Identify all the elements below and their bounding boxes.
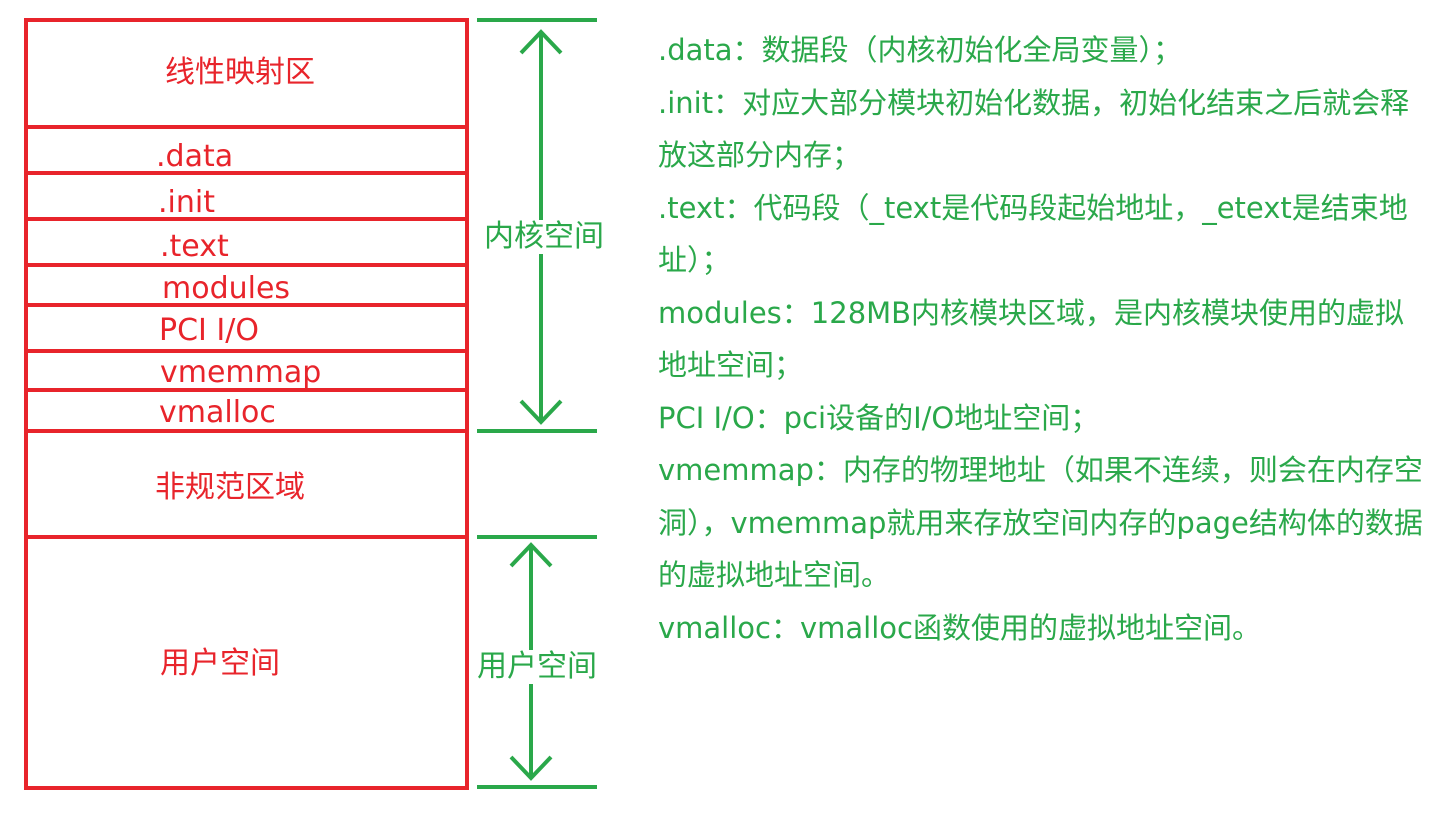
kernel-arrow-head-up <box>519 29 563 55</box>
desc-init: .init：对应大部分模块初始化数据，初始化结束之后就会释放这部分内存； <box>658 85 1410 173</box>
kernel-space-label: 内核空间 <box>484 219 604 254</box>
desc-data: .data：数据段（内核初始化全局变量）； <box>658 33 1183 67</box>
desc-vmemmap: vmemmap：内存的物理地址（如果不连续，则会在内存空洞），vmemmap就用… <box>658 453 1423 592</box>
user-arrow-head-down <box>509 755 553 781</box>
segment-label-modules: modules <box>162 271 291 306</box>
segment-label-text: .text <box>160 229 229 264</box>
segment-descriptions: .data：数据段（内核初始化全局变量）； .init：对应大部分模块初始化数据… <box>658 24 1428 654</box>
segment-label-init: .init <box>158 185 215 220</box>
desc-vmalloc: vmalloc：vmalloc函数使用的虚拟地址空间。 <box>658 610 1261 645</box>
segment-label-user-space: 用户空间 <box>160 646 280 681</box>
segment-label-pci-io: PCI I/O <box>159 313 259 348</box>
segment-dividers <box>26 125 467 539</box>
segment-label-linear-map: 线性映射区 <box>165 55 315 90</box>
segment-label-vmalloc: vmalloc <box>159 395 276 430</box>
segment-label-vmemmap: vmemmap <box>160 355 322 390</box>
memory-stack-border <box>24 18 469 790</box>
desc-pci-io: PCI I/O：pci设备的I/O地址空间； <box>658 400 1100 435</box>
desc-text: .text：代码段（_text是代码段起始地址，_etext是结束地址）； <box>658 190 1408 278</box>
desc-modules: modules：128MB内核模块区域，是内核模块使用的虚拟地址空间； <box>658 295 1405 383</box>
segment-label-noncanonical: 非规范区域 <box>155 470 305 505</box>
user-arrow-head-up <box>509 542 553 568</box>
user-space-label: 用户空间 <box>477 649 597 684</box>
kernel-arrow-head-down <box>519 399 563 425</box>
segment-label-data: .data <box>156 139 234 174</box>
